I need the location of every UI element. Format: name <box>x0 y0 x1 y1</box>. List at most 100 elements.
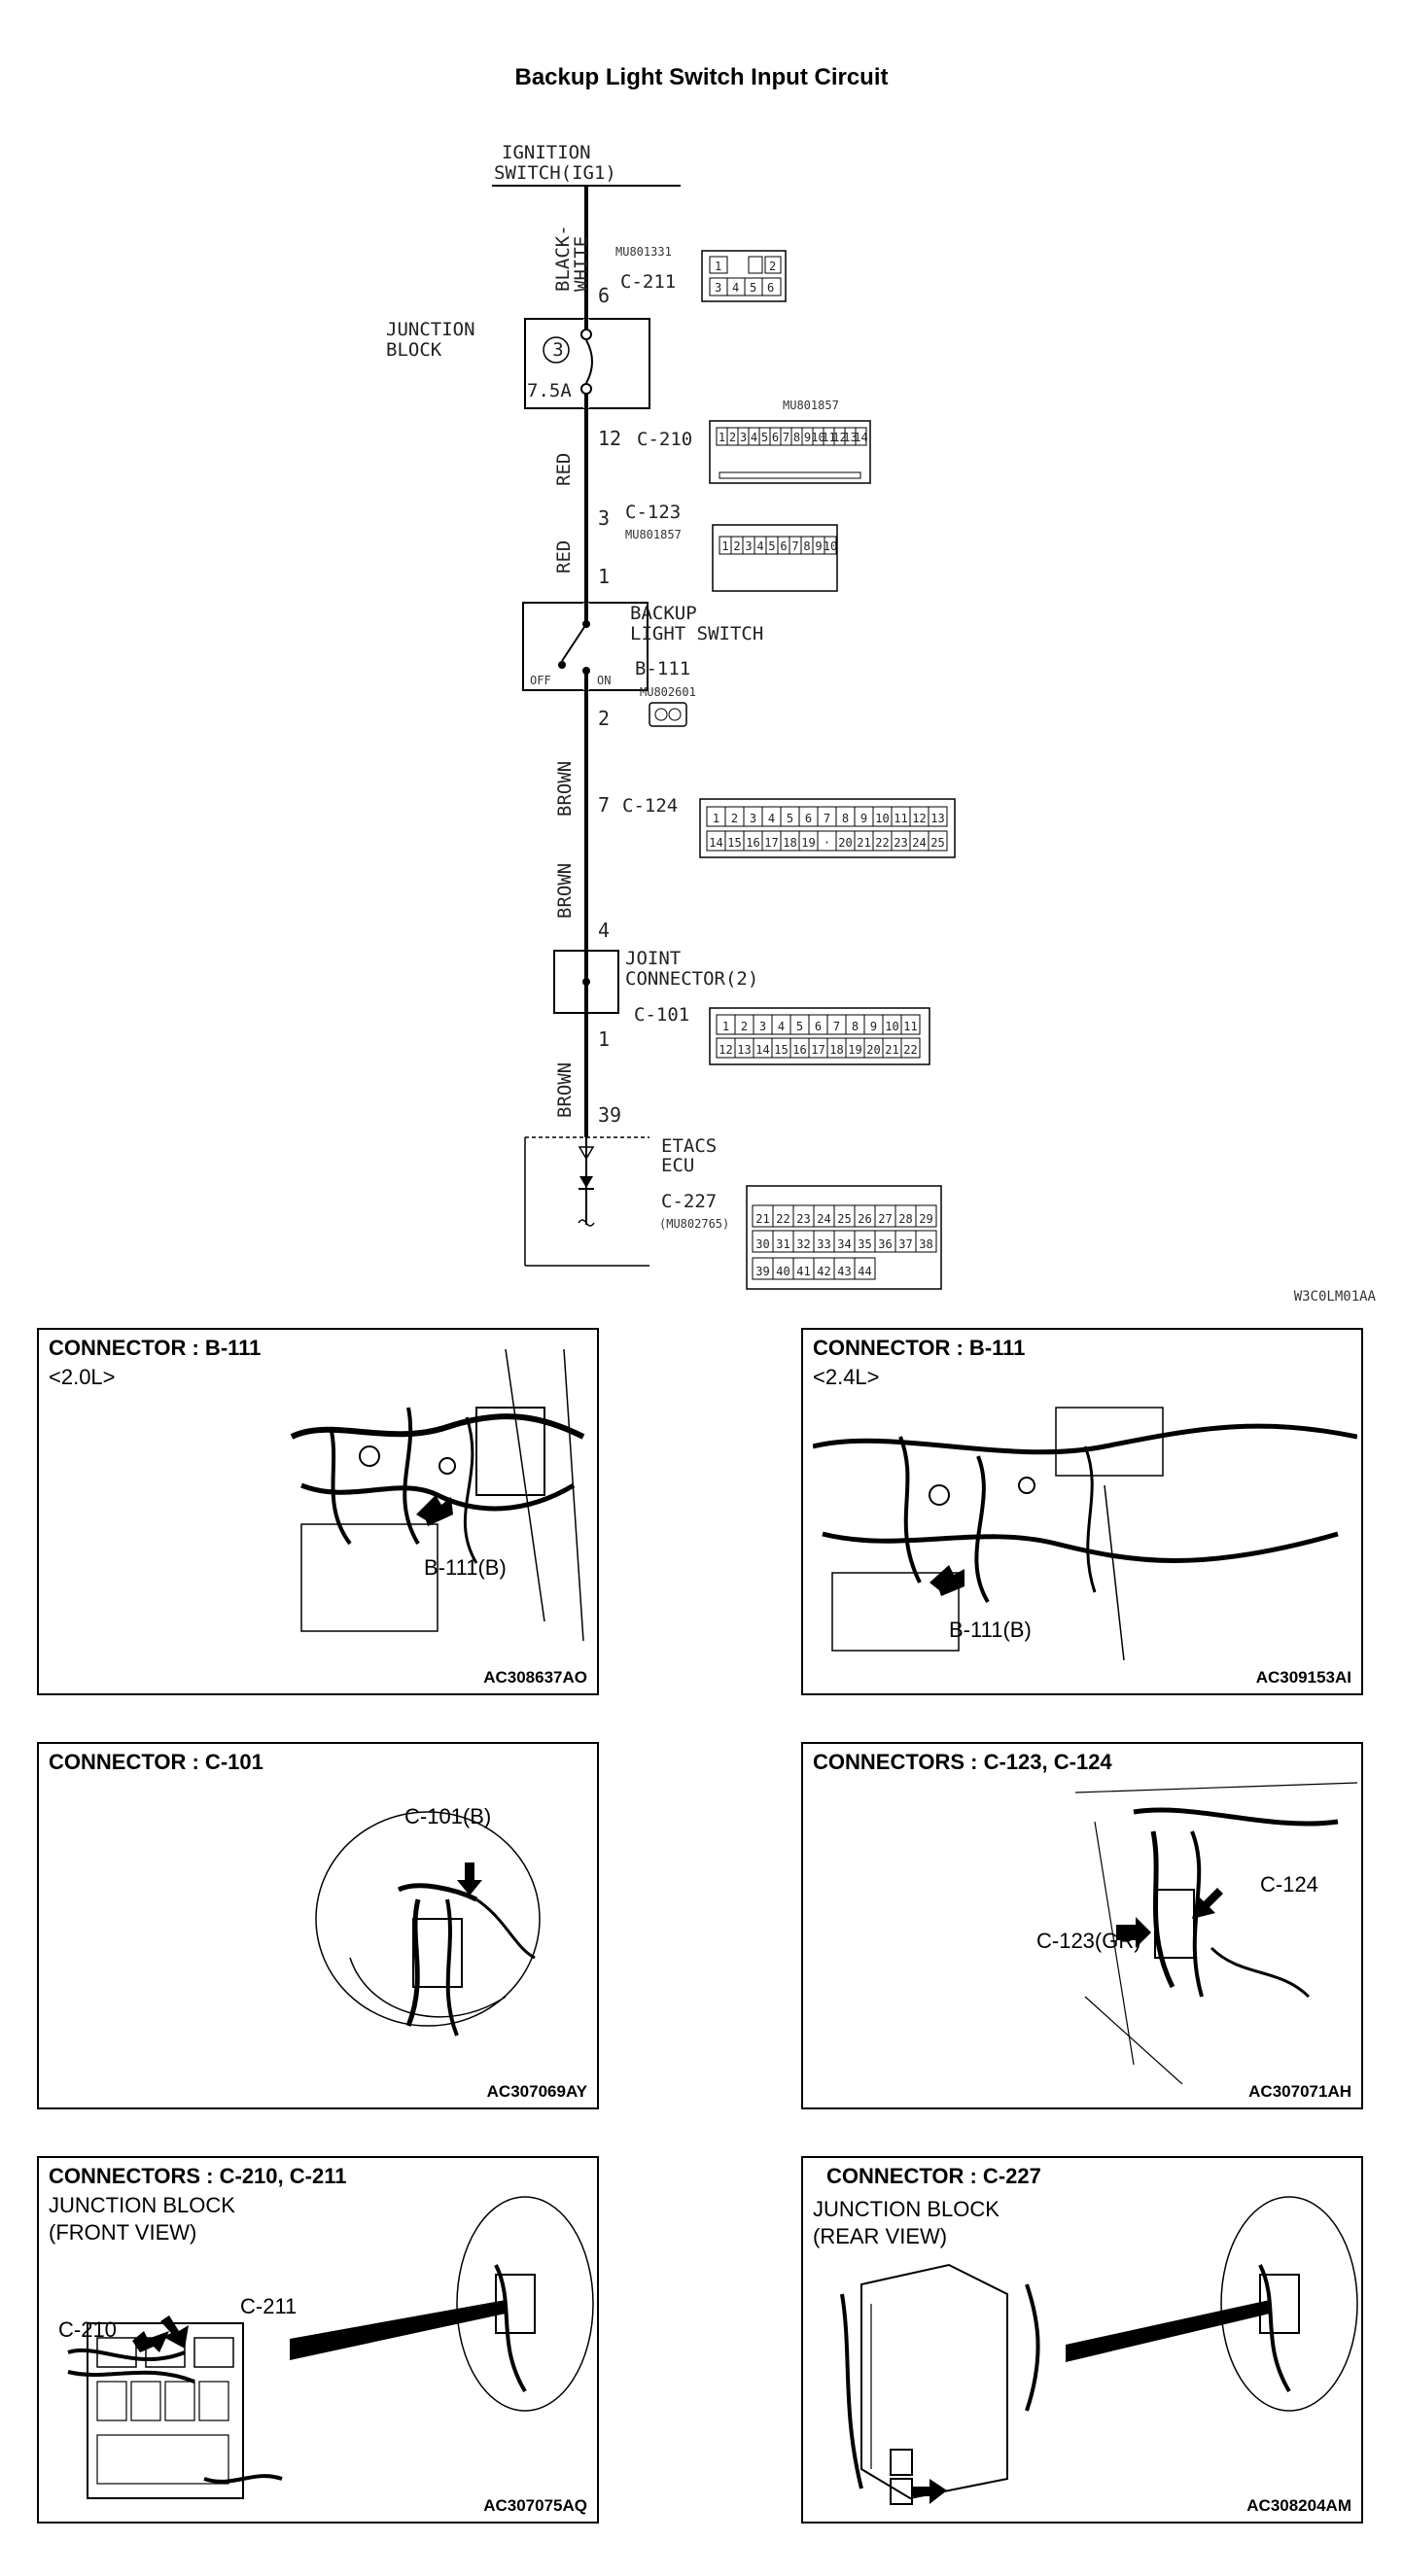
pin-cell-box <box>915 1230 937 1253</box>
connector-panel-c227: CONNECTOR : C-227 JUNCTION BLOCK (REAR V… <box>801 2156 1363 2524</box>
panel-title: CONNECTOR : B-111 <box>813 1336 1026 1360</box>
callout-layer: C-124 C-123(GR) <box>1036 1872 1318 1953</box>
pin-cell: 19 <box>848 1043 861 1057</box>
console-illustration <box>1075 1782 1357 2084</box>
pin-cell: 4 <box>768 812 775 825</box>
pin-cell: 29 <box>919 1212 932 1226</box>
pin-cell: 22 <box>875 836 889 850</box>
pin-cell: 25 <box>930 836 944 850</box>
connector-face-b111 <box>649 702 687 727</box>
panel-title: CONNECTOR : B-111 <box>49 1336 262 1360</box>
pin-cell: 6 <box>767 281 774 295</box>
pin-cell: 18 <box>783 836 796 850</box>
connector-label: C-123 <box>625 502 681 523</box>
pin-cell: 2 <box>731 812 738 825</box>
callout-layer: B-111(B) <box>424 1555 507 1580</box>
pin-cell: 6 <box>772 431 779 444</box>
pin-cell: 15 <box>727 836 741 850</box>
pin-cell: 10 <box>875 812 889 825</box>
pin-cell: 26 <box>858 1212 871 1226</box>
circuit-diagram: IGNITION SWITCH(IG1) BLACK- WHITE MU8013… <box>386 142 1377 1305</box>
pin-cell: 10 <box>811 431 824 444</box>
part-number: MU801857 <box>783 399 839 412</box>
backup-light-switch <box>522 595 649 698</box>
pin-cell: 7 <box>791 540 798 553</box>
pin-number: 2 <box>598 707 610 730</box>
pin-cell: 31 <box>776 1237 789 1251</box>
pin-cell: 11 <box>822 431 835 444</box>
junction-block-illustration: C-211 C-210 <box>58 2196 594 2499</box>
panel-title: CONNECTORS : C-123, C-124 <box>813 1750 1112 1774</box>
fuse-number: 3 <box>552 339 563 361</box>
pin-cell: 19 <box>801 836 815 850</box>
pin-cell: 7 <box>833 1020 840 1033</box>
wire-color-label: BLACK- <box>552 225 574 292</box>
pin-cell: 32 <box>796 1237 810 1251</box>
connector-face-c211: 1 2 3 4 5 6 <box>701 250 787 302</box>
figure-code: AC307069AY <box>486 2082 587 2101</box>
pin-cell: 22 <box>903 1043 917 1057</box>
pin-cell: 33 <box>817 1237 830 1251</box>
part-number: MU801331 <box>615 245 672 259</box>
figure-code: AC307071AH <box>1248 2082 1351 2101</box>
pin-cell-box <box>855 427 867 446</box>
pin-cell: 5 <box>796 1020 803 1033</box>
pin-cell: 39 <box>755 1265 769 1278</box>
pin-cell: 3 <box>759 1020 766 1033</box>
pin-cell: 13 <box>843 431 857 444</box>
pin-cell: 10 <box>885 1020 898 1033</box>
etacs-ecu <box>524 1136 649 1267</box>
fuse-rating: 7.5A <box>527 380 572 401</box>
pin-cell: 23 <box>894 836 907 850</box>
pin-cell: 13 <box>737 1043 751 1057</box>
callout-label: B-111(B) <box>424 1555 507 1580</box>
pin-cell: 3 <box>740 431 747 444</box>
junction-block-label: BLOCK <box>386 339 442 361</box>
panel-subtitle: (REAR VIEW) <box>813 2224 948 2248</box>
pin-cell: 5 <box>787 812 793 825</box>
pin-cell: 28 <box>898 1212 912 1226</box>
part-number: MU802601 <box>640 685 696 699</box>
panel-subtitle: JUNCTION BLOCK <box>49 2193 235 2217</box>
pin-cell: 23 <box>796 1212 810 1226</box>
panel-subtitle: <2.4L> <box>813 1365 880 1389</box>
pin-cell: 12 <box>912 812 926 825</box>
junction-block <box>524 311 650 413</box>
pin-cell: 7 <box>783 431 789 444</box>
callout-label: B-111(B) <box>949 1618 1032 1642</box>
switch-off-label: OFF <box>530 674 551 687</box>
junction-block-illustration <box>840 2196 1358 2505</box>
pin-cell: 14 <box>854 431 867 444</box>
joint-connector-label: JOINT <box>625 948 681 969</box>
pin-cell: 2 <box>769 260 776 273</box>
pin-cell: 12 <box>832 431 846 444</box>
panel-subtitle: <2.0L> <box>49 1365 116 1389</box>
connector-label: C-124 <box>622 795 678 817</box>
pin-cell: 16 <box>792 1043 806 1057</box>
wire-color-label: RED <box>553 540 575 574</box>
callout-label: C-211 <box>240 2294 297 2318</box>
pin-cell: 11 <box>894 812 907 825</box>
panel-title: CONNECTOR : C-227 <box>826 2164 1041 2188</box>
pin-cell: 18 <box>829 1043 843 1057</box>
pin-cell: 10 <box>824 540 837 553</box>
pin-cell: 1 <box>719 431 725 444</box>
figure-code: AC309153AI <box>1255 1668 1351 1687</box>
switch-on-label: ON <box>597 674 611 687</box>
pin-cell: 24 <box>817 1212 830 1226</box>
pin-cell: 5 <box>768 540 775 553</box>
pin-cell: 9 <box>860 812 867 825</box>
pin-cell: 43 <box>837 1265 851 1278</box>
pin-number: 1 <box>598 565 610 588</box>
pin-number: 6 <box>598 284 610 307</box>
wire-color-label: BROWN <box>554 761 576 817</box>
pin-cell: 36 <box>878 1237 892 1251</box>
pin-cell: 1 <box>721 540 728 553</box>
pin-cell-box <box>824 536 837 555</box>
etacs-label: ECU <box>661 1155 694 1176</box>
